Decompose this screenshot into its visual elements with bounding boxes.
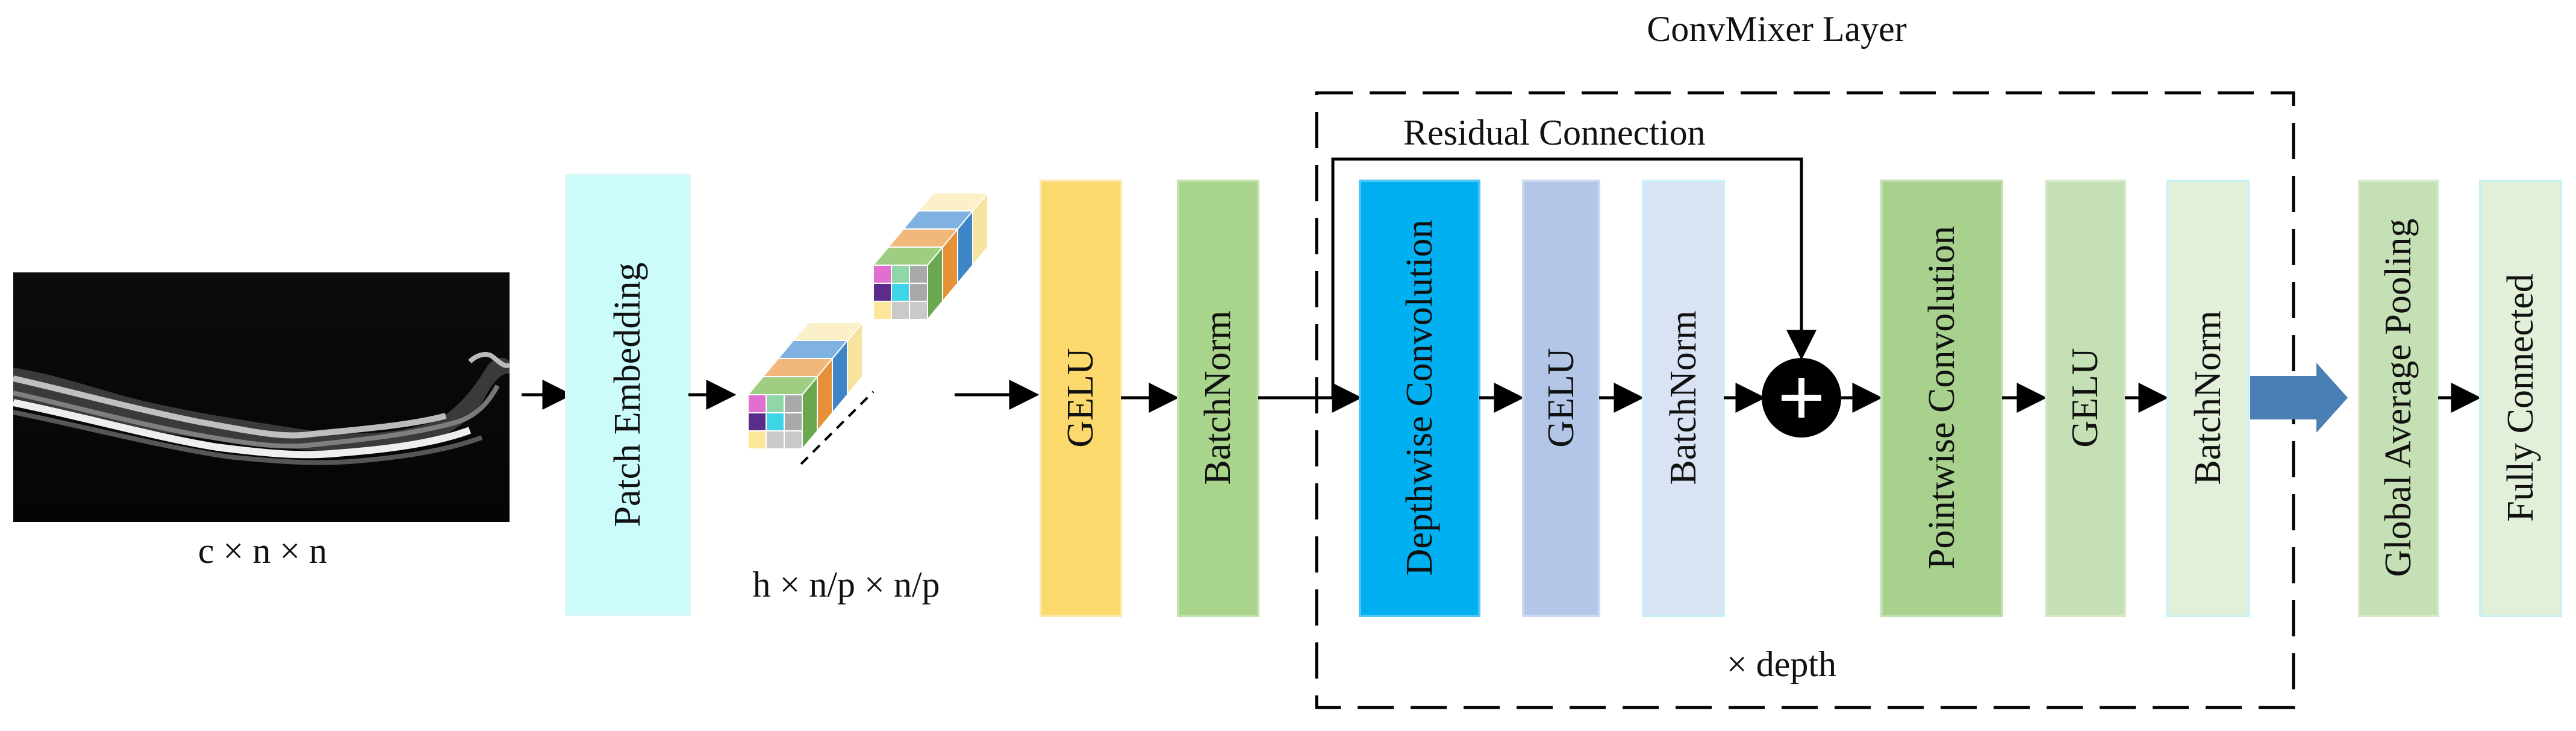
batchnorm-block-3: BatchNorm [2166, 180, 2250, 617]
batchnorm-1-label: BatchNorm [1197, 310, 1238, 485]
batchnorm-2-label: BatchNorm [1663, 310, 1704, 485]
cube-front-cell [873, 283, 892, 302]
convmixer-title: ConvMixer Layer [1647, 9, 1907, 49]
patch-cube-upper [872, 191, 990, 321]
cube-front-cell [909, 265, 928, 284]
gelu-block-1: GELU [1040, 180, 1122, 617]
global-avg-pool-label: Global Average Pooling [2378, 219, 2419, 577]
cube-front-cell [766, 394, 785, 413]
batchnorm-3-label: BatchNorm [2188, 310, 2228, 485]
gelu-3-label: GELU [2065, 348, 2106, 447]
gelu-block-2: GELU [1522, 180, 1600, 617]
patch-cube-link [800, 391, 875, 465]
add-node [1762, 358, 1841, 438]
cube-front-cell [891, 265, 910, 284]
patch-embedding-label: Patch Embedding [607, 262, 648, 527]
gelu-2-label: GELU [1541, 348, 1582, 447]
pointwise-conv-label: Pointwise Convolution [1921, 226, 1962, 569]
depthwise-conv-label: Depthwise Convolution [1399, 220, 1440, 576]
depthwise-conv-block: Depthwise Convolution [1359, 180, 1480, 617]
batchnorm-block-1: BatchNorm [1177, 180, 1259, 617]
gelu-block-3: GELU [2045, 180, 2126, 617]
patch-dims-label: h × n/p × n/p [752, 565, 940, 604]
cube-front-cell [766, 430, 785, 450]
cube-front-cell [909, 283, 928, 302]
cube-front-cell [891, 283, 910, 302]
gelu-1-label: GELU [1060, 348, 1101, 447]
fully-connected-label: Fully Connected [2500, 274, 2541, 522]
patch-cube-lower [746, 321, 864, 451]
cube-front-cell [909, 301, 928, 320]
oct-input-image [12, 272, 511, 522]
pointwise-conv-block: Pointwise Convolution [1880, 180, 2003, 617]
patch-embedding-block: Patch Embedding [565, 174, 691, 616]
cube-front-cell [747, 394, 767, 413]
global-avg-pool-block: Global Average Pooling [2358, 180, 2439, 617]
batchnorm-block-2: BatchNorm [1642, 180, 1725, 617]
plus-icon [1782, 378, 1821, 418]
residual-connection-path [1331, 157, 1817, 398]
depth-label: × depth [1727, 644, 1836, 684]
cube-front-cell [747, 430, 767, 450]
cube-front-cell [766, 412, 785, 431]
cube-front-cell [747, 412, 767, 431]
residual-connection-label: Residual Connection [1403, 113, 1706, 152]
cube-front-cell [891, 301, 910, 320]
input-dims-label: c × n × n [198, 531, 327, 571]
cube-front-cell [784, 412, 803, 431]
big-arrow-to-pooling [2250, 363, 2348, 433]
cube-front-cell [873, 265, 892, 284]
cube-front-cell [873, 301, 892, 320]
fully-connected-block: Fully Connected [2479, 180, 2562, 617]
cube-front-cell [784, 394, 803, 413]
cube-front-cell [784, 430, 803, 450]
